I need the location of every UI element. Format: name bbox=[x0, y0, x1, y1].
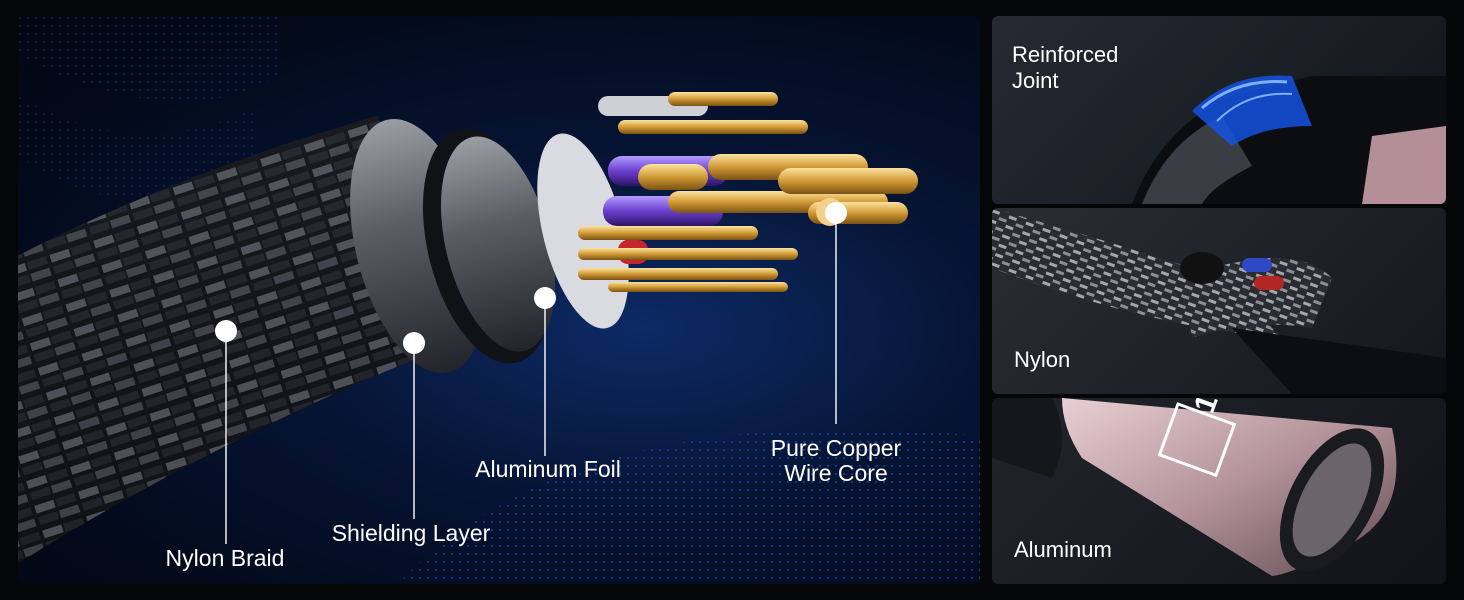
reinforced-joint-image bbox=[1132, 75, 1446, 204]
panel-reinforced-joint-line1: Reinforced bbox=[1012, 42, 1119, 67]
callout-nylon-braid: Nylon Braid bbox=[165, 545, 285, 571]
panel-aluminum-label: Aluminum bbox=[1014, 537, 1112, 562]
panel-nylon-label: Nylon bbox=[1014, 347, 1071, 372]
callout-shielding-layer: Shielding Layer bbox=[331, 520, 491, 546]
panel-aluminum: 16K HD Aluminum bbox=[992, 398, 1446, 584]
callout-aluminum-foil: Aluminum Foil bbox=[475, 456, 621, 482]
panel-reinforced-joint-line2: Joint bbox=[1012, 68, 1059, 93]
panel-nylon: Nylon bbox=[992, 208, 1446, 394]
callout-pure-copper-line1: Pure Copper bbox=[770, 435, 902, 461]
panel-reinforced-joint: Reinforced Joint bbox=[992, 16, 1446, 204]
callout-pure-copper-line2: Wire Core bbox=[784, 460, 888, 486]
cable-cross-section-image bbox=[18, 16, 980, 584]
aluminum-connector-image bbox=[992, 398, 1397, 576]
main-cable-illustration: Nylon Braid Shielding Layer Aluminum Foi… bbox=[18, 16, 980, 584]
nylon-braid-image bbox=[992, 208, 1446, 394]
